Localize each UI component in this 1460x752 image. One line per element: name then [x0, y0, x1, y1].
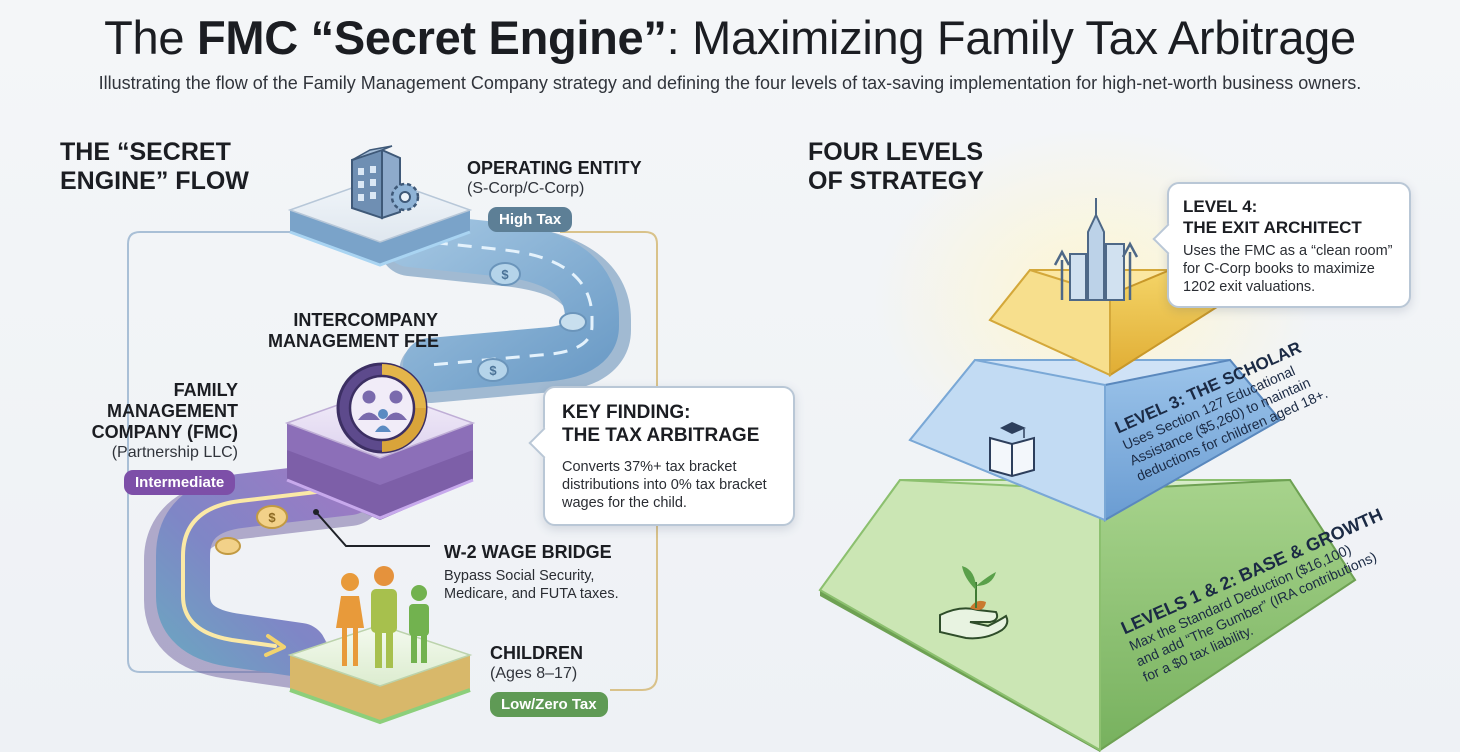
wage-bridge-title: W-2 WAGE BRIDGE — [444, 542, 612, 562]
wage-bridge-line1: Bypass Social Security, — [444, 568, 595, 584]
level-4-body-line2: for C-Corp books to maximize — [1183, 261, 1375, 277]
management-fee-label: INTERCOMPANY MANAGEMENT FEE — [268, 310, 439, 352]
fee-line1: INTERCOMPANY — [293, 310, 438, 330]
flow-heading: THE “SECRET ENGINE” FLOW — [60, 138, 249, 196]
page-title: The FMC “Secret Engine”: Maximizing Fami… — [0, 10, 1460, 66]
hand-sprout-icon — [939, 566, 1009, 640]
children-label: CHILDREN (Ages 8–17) — [490, 643, 583, 684]
children-figures-icon — [336, 566, 429, 668]
level-4-title-line1: LEVEL 4: — [1183, 197, 1258, 216]
strategy-heading: FOUR LEVELS OF STRATEGY — [808, 138, 984, 196]
intermediate-badge: Intermediate — [124, 470, 236, 495]
operating-entity-name: OPERATING ENTITY — [467, 158, 642, 178]
title-bold: FMC “Secret Engine” — [197, 11, 667, 64]
finding-body-line2: distributions into 0% tax bracket — [562, 477, 767, 493]
office-building-gear-icon — [351, 145, 420, 220]
wage-bridge-line2: Medicare, and FUTA taxes. — [444, 586, 619, 602]
operating-entity-label: OPERATING ENTITY (S-Corp/C-Corp) — [467, 158, 642, 199]
flow-heading-line2: ENGINE” FLOW — [60, 167, 249, 195]
finding-title-line1: KEY FINDING: — [562, 402, 691, 423]
level-4-body-line1: Uses the FMC as a “clean room” — [1183, 243, 1393, 259]
title-post: : Maximizing Family Tax Arbitrage — [666, 11, 1357, 64]
level-4-card: LEVEL 4: THE EXIT ARCHITECT Uses the FMC… — [1152, 182, 1411, 308]
page-subtitle: Illustrating the flow of the Family Mana… — [98, 73, 1362, 93]
children-ages: (Ages 8–17) — [490, 665, 578, 682]
skyscraper-arrows-icon — [1053, 198, 1139, 301]
finding-body-line3: wages for the child. — [562, 495, 687, 511]
fmc-line1: FAMILY — [173, 380, 238, 400]
svg-text:$: $ — [268, 510, 276, 525]
level-4-body-line3: 1202 exit valuations. — [1183, 279, 1316, 295]
dollar-coin-icon: $ $ — [477, 262, 587, 382]
key-finding-title: KEY FINDING: THE TAX ARBITRAGE — [562, 401, 759, 447]
flow-heading-line1: THE “SECRET — [60, 138, 231, 166]
flow-graphic: $ $ $ — [127, 145, 658, 725]
low-tax-badge: Low/Zero Tax — [490, 692, 608, 717]
high-tax-badge: High Tax — [488, 207, 573, 232]
wage-bridge-label: W-2 WAGE BRIDGE Bypass Social Security, … — [444, 542, 619, 603]
tier-level-3 — [908, 358, 1282, 522]
book-graduation-cap-icon — [989, 422, 1035, 478]
wage-road: $ — [144, 461, 381, 689]
level-4-title: LEVEL 4: THE EXIT ARCHITECT — [1183, 196, 1362, 238]
key-finding-body: Converts 37%+ tax bracket distributions … — [562, 458, 767, 512]
fmc-line2: MANAGEMENT — [107, 401, 238, 421]
operating-entity-type: (S-Corp/C-Corp) — [467, 180, 585, 197]
svg-text:$: $ — [501, 267, 509, 282]
fmc-type: (Partnership LLC) — [111, 444, 238, 461]
fee-line2: MANAGEMENT FEE — [268, 331, 439, 351]
finding-body-line1: Converts 37%+ tax bracket — [562, 459, 737, 475]
level-4-body: Uses the FMC as a “clean room” for C-Cor… — [1183, 242, 1393, 296]
finding-title-line2: THE TAX ARBITRAGE — [562, 425, 760, 446]
fmc-line3: COMPANY (FMC) — [91, 422, 238, 442]
key-finding-card: KEY FINDING: THE TAX ARBITRAGE Converts … — [528, 386, 795, 526]
fee-road — [379, 213, 631, 403]
title-pre: The — [104, 11, 197, 64]
fmc-label: FAMILY MANAGEMENT COMPANY (FMC) (Partner… — [60, 380, 238, 463]
family-gear-icon — [336, 362, 428, 454]
svg-text:$: $ — [489, 363, 497, 378]
strategy-heading-line1: FOUR LEVELS — [808, 138, 984, 166]
level-4-title-line2: THE EXIT ARCHITECT — [1183, 218, 1362, 237]
strategy-heading-line2: OF STRATEGY — [808, 167, 984, 195]
children-name: CHILDREN — [490, 643, 583, 663]
